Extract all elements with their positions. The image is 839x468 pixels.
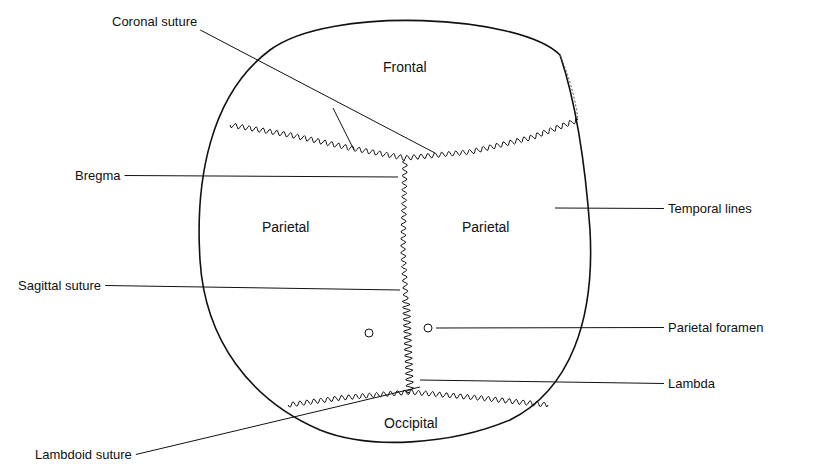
skull-outline [199, 20, 591, 442]
parietal-foramen [424, 324, 432, 332]
suture-label: Lambdoid suture [35, 447, 132, 462]
sagittal-suture [401, 160, 414, 393]
landmark-label: Parietal foramen [668, 320, 763, 335]
coronal-suture [230, 118, 578, 160]
leader-line [136, 387, 420, 455]
bone-name: Parietal [462, 220, 509, 235]
leader-line [420, 380, 664, 384]
leader-line [555, 208, 664, 210]
lambdoid-suture [288, 390, 548, 407]
leader-line [125, 176, 398, 178]
parietal-foramen [365, 329, 373, 337]
leader-line [200, 30, 435, 153]
bone-name: Occipital [384, 416, 438, 431]
bone-name: Frontal [383, 60, 427, 75]
landmark-label: Bregma [75, 168, 121, 183]
leader-line [436, 327, 664, 329]
suture-label: Sagittal suture [18, 278, 101, 293]
landmark-label: Temporal lines [668, 201, 752, 216]
bone-name: Parietal [262, 220, 309, 235]
temporal-line [560, 55, 578, 120]
suture-label: Coronal suture [112, 14, 197, 29]
leader-line [333, 108, 354, 150]
landmark-label: Lambda [668, 376, 715, 391]
leader-line [105, 286, 400, 291]
